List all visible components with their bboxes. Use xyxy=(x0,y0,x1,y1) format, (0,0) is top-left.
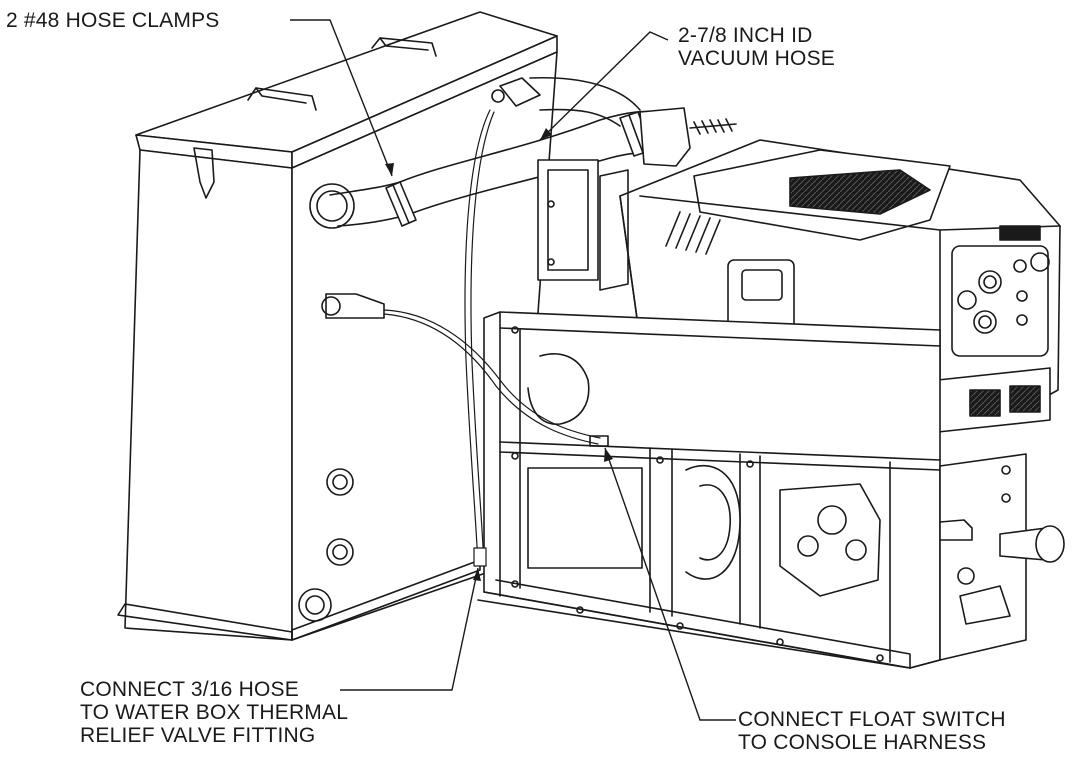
callout-float-switch: CONNECT FLOAT SWITCH TO CONSOLE HARNESS xyxy=(738,708,1006,754)
machine-frame xyxy=(477,311,1065,669)
callout-relief-hose-line-2: TO WATER BOX THERMAL xyxy=(80,701,349,724)
callout-hose-clamps: 2 #48 HOSE CLAMPS xyxy=(6,9,220,32)
callout-hose-clamps-line-1: 2 #48 HOSE CLAMPS xyxy=(6,9,220,32)
callout-relief-hose-line-1: CONNECT 3/16 HOSE xyxy=(80,678,299,701)
callout-vacuum-hose-line-1: 2-7/8 INCH ID xyxy=(678,24,813,47)
leader-lines xyxy=(290,19,736,721)
callout-float-switch-line-1: CONNECT FLOAT SWITCH xyxy=(738,708,1006,731)
callout-vacuum-hose: 2-7/8 INCH ID VACUUM HOSE xyxy=(678,24,835,70)
callout-relief-hose-line-3: RELIEF VALVE FITTING xyxy=(80,724,316,747)
callout-relief-hose: CONNECT 3/16 HOSE TO WATER BOX THERMAL R… xyxy=(80,678,348,747)
callout-vacuum-hose-line-2: VACUUM HOSE xyxy=(678,47,835,70)
callout-float-switch-line-2: TO CONSOLE HARNESS xyxy=(738,731,987,754)
cord-lines xyxy=(383,109,601,567)
